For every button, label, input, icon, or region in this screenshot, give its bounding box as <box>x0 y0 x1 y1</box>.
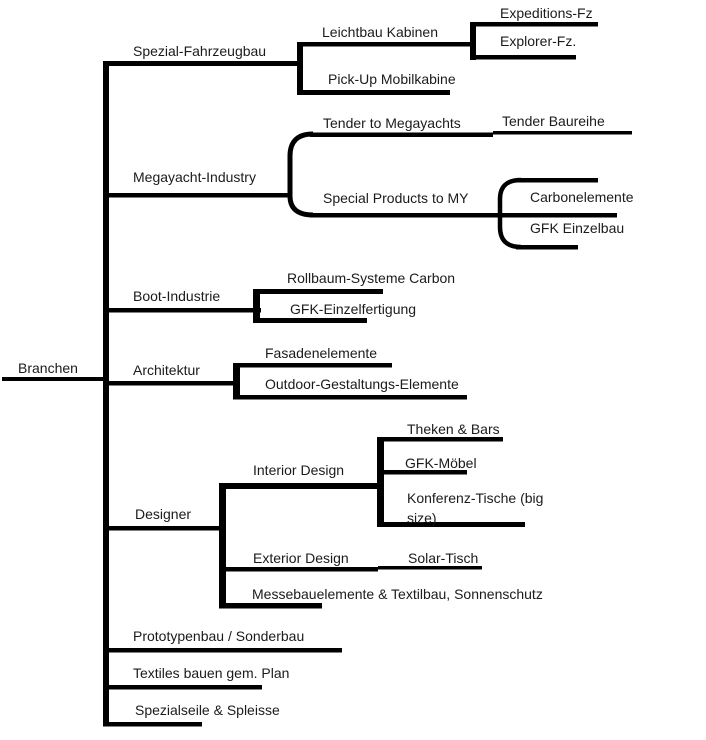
trunk-vertical <box>103 61 109 726</box>
bracket-spezial-vertical <box>297 42 303 95</box>
node-label-tender-baureihe: Tender Baureihe <box>502 113 605 129</box>
bracket-megayacht-curve <box>287 131 314 218</box>
bracket-leichtbau-vertical <box>470 22 476 60</box>
node-label-architektur: Architektur <box>133 362 200 378</box>
node-label-boot-industrie: Boot-Industrie <box>133 288 221 304</box>
underline-special-products <box>310 213 617 218</box>
underline-gfk-einzelfertigung <box>253 318 367 323</box>
underline-branchen <box>2 377 107 381</box>
underline-gfk-moebel <box>377 470 467 475</box>
node-label-carbonelemente: Carbonelemente <box>530 189 634 205</box>
node-label-explorer-fz: Explorer-Fz. <box>500 33 577 49</box>
underline-pickup-mobilkabine <box>297 90 450 95</box>
node-label-konferenz-tische: Konferenz-Tische (big size) <box>407 490 544 526</box>
underline-leichtbau-kabinen <box>297 42 473 47</box>
node-label-textiles-bauen: Textiles bauen gem. Plan <box>133 665 290 681</box>
node-label-fasadenelemente: Fasadenelemente <box>265 345 378 361</box>
node-label-rollbaum-systeme: Rollbaum-Systeme Carbon <box>287 270 456 286</box>
node-label-theken-bars: Theken & Bars <box>407 421 500 437</box>
underline-tender-baureihe <box>493 131 632 135</box>
node-label-prototypenbau: Prototypenbau / Sonderbau <box>133 628 305 644</box>
node-label-spezial-fahrzeugbau: Spezial-Fahrzeugbau <box>133 43 267 59</box>
underline-megayacht-industry <box>103 193 291 198</box>
bracket-interior-vertical <box>377 437 384 527</box>
underline-architektur <box>103 381 240 386</box>
underline-prototypenbau <box>103 648 342 653</box>
node-label-exterior-design: Exterior Design <box>253 550 349 566</box>
underline-spezial-fahrzeugbau <box>103 61 303 66</box>
node-label-gfk-moebel: GFK-Möbel <box>405 455 477 471</box>
underline-designer <box>103 526 226 531</box>
bracket-boot-vertical <box>253 289 260 323</box>
node-label-spezialseile: Spezialseile & Spleisse <box>135 702 280 718</box>
bracket-designer-vertical <box>219 483 226 608</box>
node-label-gfk-einzelfertigung: GFK-Einzelfertigung <box>290 301 417 317</box>
node-label-megayacht-industry: Megayacht-Industry <box>133 169 256 185</box>
underline-textiles <box>103 685 262 690</box>
underline-solar-tisch <box>378 566 482 570</box>
node-label-outdoor-elemente: Outdoor-Gestaltungs-Elemente <box>265 376 459 392</box>
node-label-leichtbau-kabinen: Leichtbau Kabinen <box>322 24 438 40</box>
node-label-gfk-einzelbau: GFK Einzelbau <box>530 220 625 236</box>
node-label-solar-tisch: Solar-Tisch <box>408 550 479 566</box>
underline-tender-to-megayachts <box>310 132 493 137</box>
node-label-designer: Designer <box>135 506 192 522</box>
node-label-interior-design: Interior Design <box>253 462 345 478</box>
underline-exterior-design <box>219 567 378 572</box>
bracket-special-products-curve <box>497 177 522 250</box>
underline-fasadenelemente <box>233 363 392 368</box>
node-label-tender-to-megayachts: Tender to Megayachts <box>323 115 461 131</box>
underline-konferenz-tische <box>377 522 525 527</box>
underline-theken-bars <box>377 437 503 442</box>
node-label-expeditions-fz: Expeditions-Fz <box>500 5 593 21</box>
node-label-messebauelemente: Messebauelemente & Textilbau, Sonnenschu… <box>252 586 543 602</box>
underline-outdoor-elemente <box>233 395 467 400</box>
node-label-special-products: Special Products to MY <box>323 190 469 206</box>
underline-explorer-fz <box>470 55 576 60</box>
underline-rollbaum <box>253 289 383 294</box>
underline-expeditions-fz <box>470 22 598 27</box>
underline-boot-industrie <box>103 308 261 313</box>
node-label-branchen: Branchen <box>18 360 78 376</box>
underline-gfk-einzelbau <box>516 245 578 250</box>
underline-messebauelemente <box>219 603 322 609</box>
line-special-products-top-prong <box>516 178 598 183</box>
underline-interior-design <box>219 483 377 489</box>
node-label-pickup-mobilkabine: Pick-Up Mobilkabine <box>328 71 456 87</box>
bracket-architektur-vertical <box>233 363 240 399</box>
underline-spezialseile <box>103 722 202 727</box>
